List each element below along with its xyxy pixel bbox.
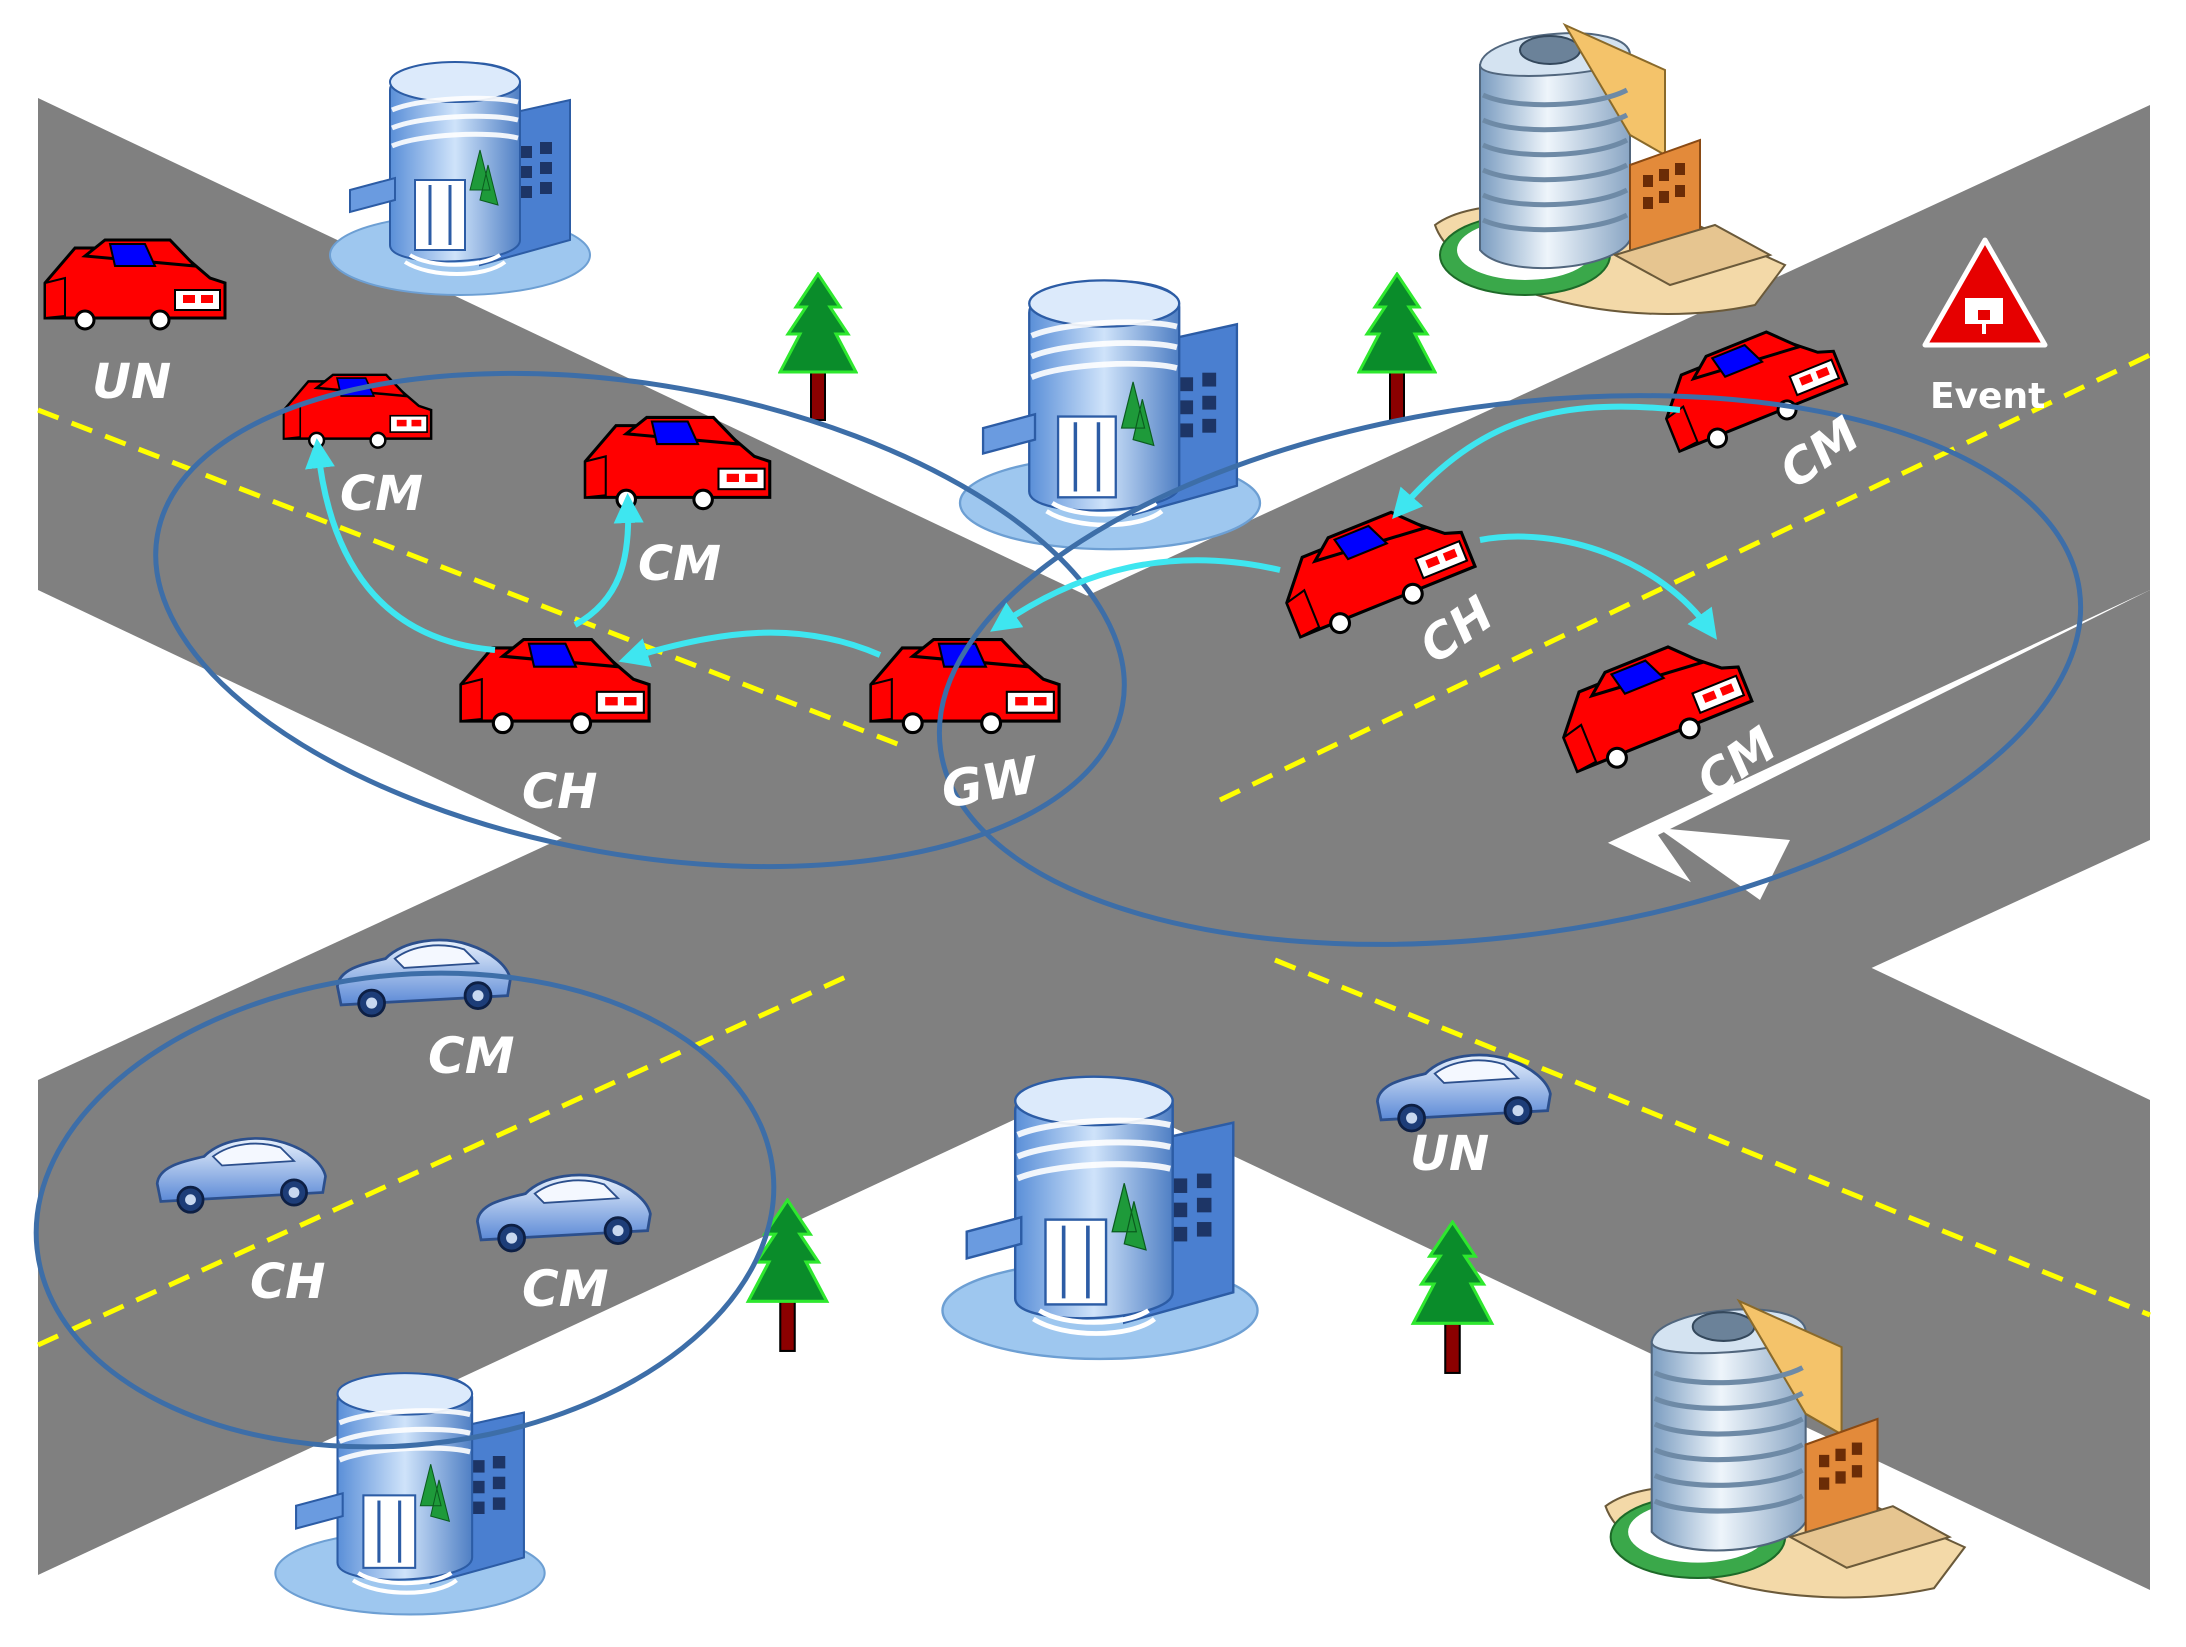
lane-markings: [36, 352, 2152, 1348]
label-un: UN: [1410, 1126, 1489, 1182]
label-ch: CH: [250, 1254, 325, 1310]
label-cm: CM: [428, 1027, 514, 1085]
tree-icon: [778, 272, 858, 422]
warning-event-icon: [1922, 237, 2048, 348]
label-cm: CM: [340, 466, 423, 522]
arrow-ch-to-cm1: [305, 438, 496, 653]
communication-arrows: [305, 403, 1717, 667]
arrow-gw-to-ch: [618, 629, 882, 667]
arrow-ch-to-cm: [1479, 533, 1717, 640]
arrow-ch-to-gw: [990, 557, 1281, 632]
label-cm: CM: [638, 536, 721, 592]
tree-icon: [1357, 272, 1437, 422]
cluster-ring-bottom: [33, 970, 777, 1450]
cluster-ring-left: [153, 370, 1127, 870]
building-icon: [330, 62, 590, 295]
label-ch: CH: [522, 764, 597, 820]
building-icon: [960, 280, 1260, 549]
arrow-cm-to-ch: [1392, 403, 1681, 520]
cluster-boundaries: [33, 370, 2084, 1450]
cluster-ring-right: [936, 393, 2084, 947]
event-label: Event: [1930, 376, 2045, 417]
label-cm: CM: [522, 1260, 608, 1318]
arrow-ch-to-cm2: [573, 493, 644, 628]
office-tower-icon: [1435, 25, 1785, 314]
label-un: UN: [92, 354, 171, 410]
car-icon: [583, 415, 772, 511]
